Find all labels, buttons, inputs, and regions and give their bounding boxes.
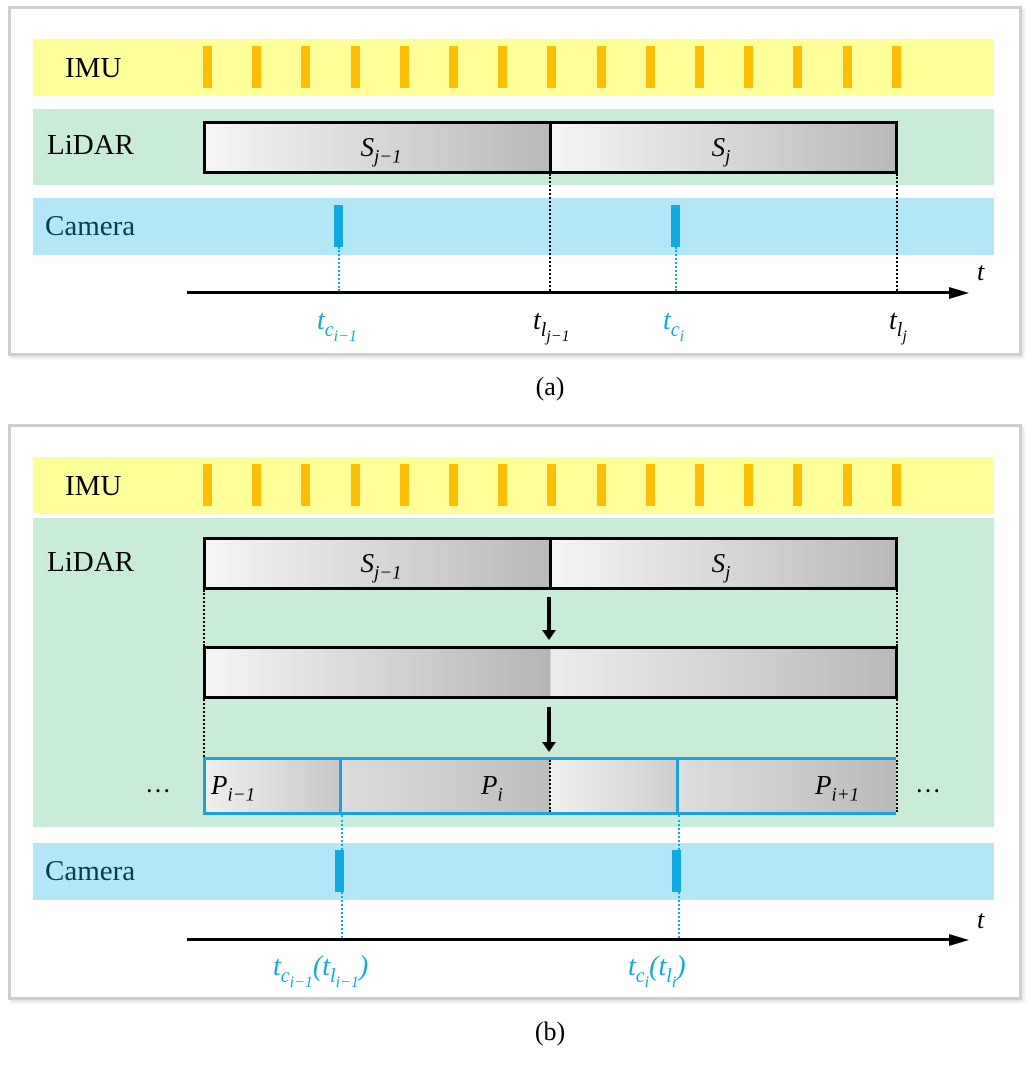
imu-sample-tick [891,464,901,506]
segment-divider [203,757,206,815]
down-arrow [547,597,551,631]
camera-band: Camera [33,198,994,255]
time-label-lidar-curr: tlj [889,305,907,345]
imu-sample-tick [596,464,606,506]
imu-label: IMU [65,470,122,502]
imu-sample-tick [596,46,606,88]
time-label-lidar-prev: tlj−1 [533,305,570,345]
ellipsis-right: … [915,769,941,798]
camera-time-guide [338,247,340,291]
imu-sample-tick [252,46,262,88]
imu-sample-tick [449,46,458,88]
imu-sample-tick [301,464,311,506]
imu-sample-tick [793,46,803,88]
scan-label-prev: Sj−1 [360,132,402,168]
time-axis-arrow [949,287,969,299]
camera-time-guide [341,892,343,938]
time-label-prev: tci−1(tli−1) [273,951,369,991]
imu-sample-tick [547,464,557,506]
time-label-curr: tci(tli) [628,951,686,991]
down-arrow-head [542,742,556,752]
segment-divider [339,757,342,815]
imu-sample-tick [744,46,754,88]
split-guide-left [203,699,205,757]
panel-b: IMU LiDAR Sj−1 Sj Pi−1 Pi Pi+1 … … Camer… [8,424,1022,1000]
camera-band: Camera [33,843,994,900]
imu-sample-tick [547,46,557,88]
scan-segment-curr [549,537,898,590]
imu-sample-tick [350,46,360,88]
split-guide-right [896,699,898,757]
imu-band: IMU [33,39,994,96]
scan-label-curr: Sj [711,132,731,168]
camera-frame-tick [671,205,680,247]
imu-sample-tick [842,464,852,506]
imu-sample-tick [793,464,803,506]
merge-guide-left [203,590,205,646]
lidar-label: LiDAR [47,129,134,161]
point-label-curr: Pi [481,770,503,806]
imu-sample-tick [498,46,508,88]
camera-frame-tick [334,205,343,247]
merged-scan [203,646,898,699]
time-axis [187,291,951,294]
camera-time-guide [678,892,680,938]
time-label-camera-curr: tci [663,305,685,345]
caption-b: (b) [534,1017,566,1046]
imu-sample-tick [203,464,212,506]
down-arrow-head [542,630,556,640]
imu-sample-tick [744,464,754,506]
point-segment-curr [341,757,678,815]
point-label-next: Pi+1 [815,770,860,806]
camera-label: Camera [45,855,136,887]
segment-divider [676,757,679,815]
imu-sample-tick [695,46,704,88]
camera-label: Camera [45,210,136,242]
camera-sync-guide [341,815,343,850]
scan-segment-prev [203,537,552,590]
imu-sample-tick [645,464,655,506]
time-axis-label: t [977,905,985,934]
lidar-time-guide [896,174,898,291]
camera-time-guide [675,247,677,291]
scan-end [896,760,898,812]
caption-a: (a) [535,372,565,401]
point-label-prev: Pi−1 [211,770,256,806]
ellipsis-left: … [145,769,171,798]
imu-sample-tick [449,464,458,506]
imu-sample-tick [842,46,852,88]
merge-guide-right [896,590,898,646]
scan-segment-prev [203,121,552,174]
imu-sample-tick [203,46,212,88]
camera-frame-tick [672,850,681,892]
time-axis-label: t [977,257,985,286]
scan-label-prev: Sj−1 [360,548,402,584]
imu-sample-tick [252,464,262,506]
lidar-time-guide [549,174,551,291]
scan-segment-curr [549,121,898,174]
imu-sample-tick [498,464,508,506]
scan-boundary [549,760,551,812]
down-arrow [547,707,551,743]
imu-label: IMU [65,52,122,84]
imu-sample-tick [350,464,360,506]
imu-band: IMU [33,457,994,514]
imu-sample-tick [891,46,901,88]
imu-sample-tick [645,46,655,88]
time-label-camera-prev: tci−1 [317,305,357,345]
time-axis-arrow [949,934,969,946]
point-segment-next [678,757,896,815]
imu-sample-tick [399,46,409,88]
imu-sample-tick [695,464,704,506]
camera-frame-tick [335,850,344,892]
point-segment-prev [203,757,341,815]
imu-sample-tick [301,46,311,88]
panel-a: IMU LiDAR Sj−1 Sj Camera t tci−1 tlj−1 t… [8,6,1022,356]
time-axis [187,938,951,941]
scan-label-curr: Sj [711,548,731,584]
camera-sync-guide [678,815,680,850]
imu-sample-tick [399,464,409,506]
lidar-label: LiDAR [47,546,134,578]
